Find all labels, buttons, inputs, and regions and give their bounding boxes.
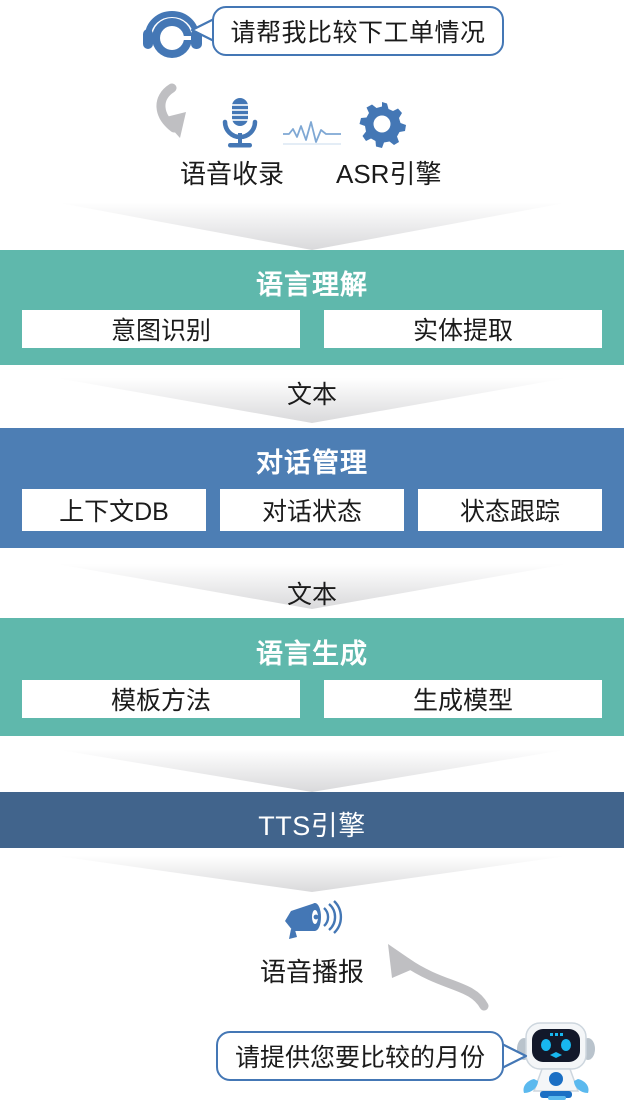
output-label: 语音播报 <box>259 957 364 987</box>
stage-title: 对话管理 <box>256 448 368 478</box>
stage-chip-label: 上下文DB <box>59 498 169 526</box>
stage-chip[interactable]: 模板方法 <box>22 680 300 718</box>
stage-chip-label: 状态跟踪 <box>459 498 560 526</box>
flow-arrow-curved-up <box>372 940 490 1012</box>
megaphone-icon <box>281 899 343 941</box>
stage-chip-label: 意图识别 <box>110 317 211 345</box>
bot-message-bubble: 请提供您要比较的月份 <box>216 1031 504 1081</box>
stage-chip-label: 实体提取 <box>412 317 513 345</box>
capture-label-voice: 语音收录 <box>180 159 285 189</box>
user-message-bubble: 请帮我比较下工单情况 <box>212 6 504 56</box>
stage-chip-label: 模板方法 <box>110 687 211 715</box>
stage-chip-label: 生成模型 <box>412 687 513 715</box>
waveform-icon <box>281 120 343 146</box>
gear-icon <box>358 100 406 148</box>
flow-chevron-3-label: 文本 <box>286 581 337 609</box>
stage-title: TTS引擎 <box>258 811 366 841</box>
flow-chevron-2-label: 文本 <box>286 381 337 409</box>
flow-chevron-5 <box>0 848 624 892</box>
stage-chip[interactable]: 实体提取 <box>324 310 602 348</box>
flow-chevron-1 <box>0 192 624 250</box>
microphone-icon <box>218 96 262 150</box>
headset-icon <box>140 4 226 62</box>
stage-band-tts-engine: TTS引擎 <box>0 792 624 848</box>
stage-chip[interactable]: 对话状态 <box>220 489 404 531</box>
stage-chip[interactable]: 意图识别 <box>22 310 300 348</box>
stage-band-dialog-management: 对话管理 上下文DB 对话状态 状态跟踪 <box>0 428 624 548</box>
stage-band-language-understanding: 语言理解 意图识别 实体提取 <box>0 250 624 365</box>
user-message-text: 请帮我比较下工单情况 <box>230 19 486 47</box>
stage-chip[interactable]: 上下文DB <box>22 489 206 531</box>
stage-chip[interactable]: 状态跟踪 <box>418 489 602 531</box>
robot-icon <box>512 1017 600 1101</box>
flow-arrow-curved-down <box>152 82 228 152</box>
stage-band-language-generation: 语言生成 模板方法 生成模型 <box>0 618 624 736</box>
flow-chevron-4 <box>0 740 624 792</box>
stage-chip-label: 对话状态 <box>261 498 362 526</box>
stage-chip[interactable]: 生成模型 <box>324 680 602 718</box>
bot-message-text: 请提供您要比较的月份 <box>234 1044 485 1072</box>
capture-label-asr: ASR引擎 <box>336 159 442 189</box>
stage-title: 语言生成 <box>256 639 368 669</box>
stage-title: 语言理解 <box>256 270 368 300</box>
